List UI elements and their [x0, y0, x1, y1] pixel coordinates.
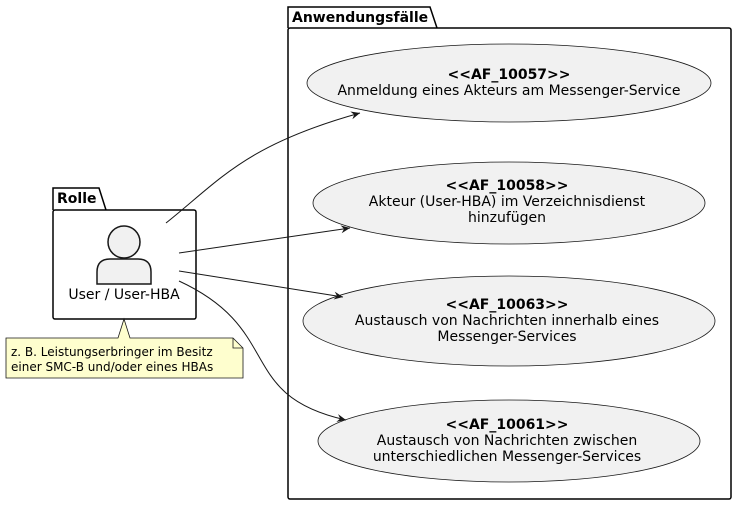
- use-case-title-line-1: Akteur (User-HBA) im Verzeichnisdienst: [369, 194, 646, 210]
- use-case-ellipse: [312, 161, 706, 245]
- association-arrow-af-10058: [178, 225, 351, 254]
- use-case-title-line-2: hinzufügen: [468, 210, 546, 226]
- use-case-af-10063: <<AF_10063>> Austausch von Nachrichten i…: [302, 275, 716, 367]
- use-case-title-line-1: Austausch von Nachrichten zwischen: [377, 433, 637, 449]
- usecases-package-frame: [287, 27, 732, 500]
- role-package-tab: [52, 187, 107, 211]
- use-case-title-line-1: Anmeldung eines Akteurs am Messenger-Ser…: [337, 83, 680, 99]
- actor-body-icon: [96, 258, 152, 285]
- use-case-id: <<AF_10061>>: [445, 417, 568, 433]
- note-corner-fold: [232, 338, 243, 349]
- association-arrow-af-10057: [165, 111, 361, 224]
- use-case-af-10057: <<AF_10057>> Anmeldung eines Akteurs am …: [306, 43, 712, 123]
- usecases-package: Anwendungsfälle: [287, 6, 732, 500]
- note-line-1: z. B. Leistungserbringer im Besitz: [11, 345, 213, 359]
- role-package-frame: [52, 209, 197, 320]
- use-case-title-line-2: unterschiedlichen Messenger-Services: [373, 449, 641, 465]
- actor-head-icon: [107, 225, 141, 259]
- use-case-ellipse: [302, 275, 716, 367]
- use-case-af-10058: <<AF_10058>> Akteur (User-HBA) im Verzei…: [312, 161, 706, 245]
- actor-label: User / User-HBA: [68, 287, 180, 303]
- usecases-package-title: Anwendungsfälle: [292, 10, 428, 26]
- use-case-ellipse: [317, 399, 701, 483]
- use-case-id: <<AF_10057>>: [447, 67, 570, 83]
- association-arrow-af-10061: [178, 280, 347, 422]
- use-case-id: <<AF_10058>>: [445, 178, 568, 194]
- usecases-package-tab: [287, 6, 438, 29]
- use-case-ellipse: [306, 43, 712, 123]
- use-case-title-line-2: Messenger-Services: [437, 329, 576, 345]
- actor: User / User-HBA: [68, 225, 180, 303]
- use-case-title-line-1: Austausch von Nachrichten innerhalb eine…: [355, 313, 659, 329]
- associations: [165, 111, 361, 422]
- use-case-id: <<AF_10063>>: [445, 297, 568, 313]
- use-case-af-10061: <<AF_10061>> Austausch von Nachrichten z…: [317, 399, 701, 483]
- role-package: Rolle: [52, 187, 197, 320]
- role-package-title: Rolle: [57, 191, 97, 207]
- association-arrow-af-10063: [178, 270, 344, 300]
- note-line-2: einer SMC-B und/oder eines HBAs: [11, 360, 213, 374]
- actor-note: z. B. Leistungserbringer im Besitz einer…: [5, 317, 244, 379]
